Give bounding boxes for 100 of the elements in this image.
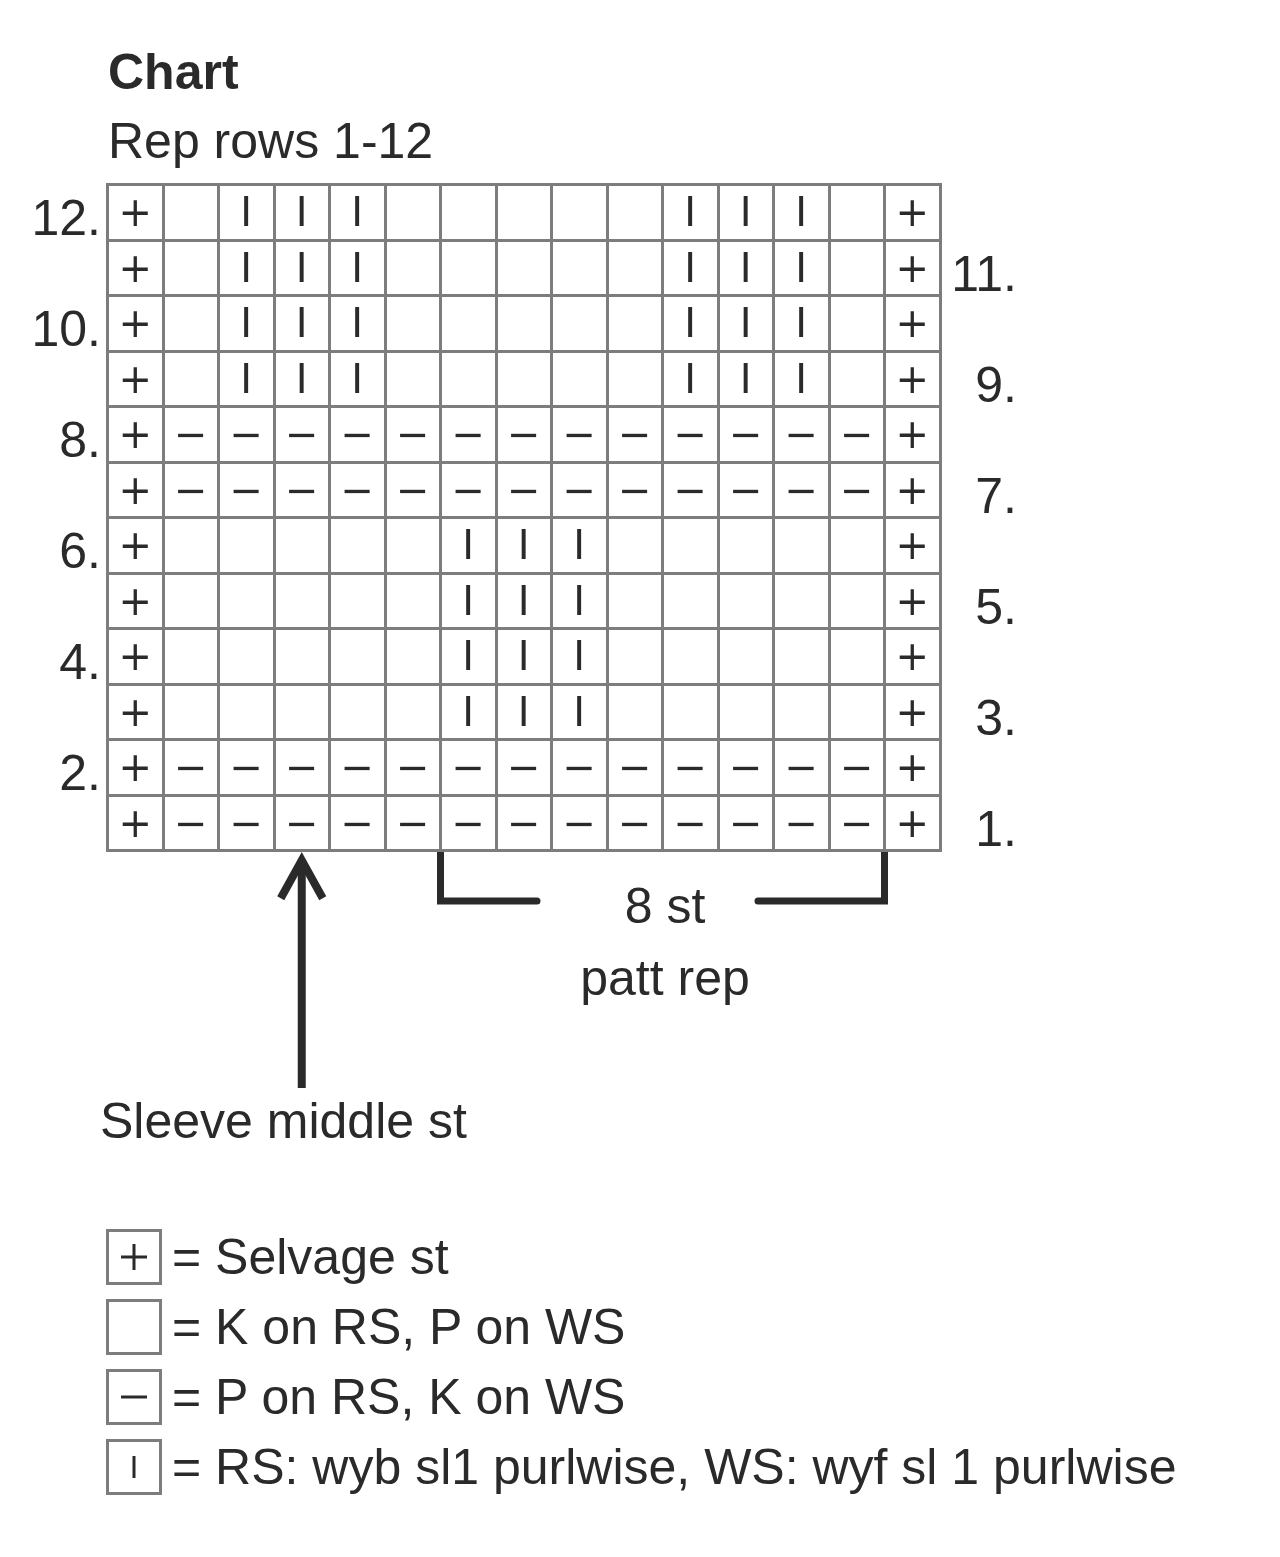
stitch-symbol: I bbox=[684, 358, 697, 399]
chart-cell bbox=[608, 685, 661, 738]
stitch-symbol: − bbox=[396, 414, 430, 455]
row-number: 1. bbox=[975, 803, 1017, 854]
chart-cell bbox=[442, 574, 495, 627]
stitch-symbol: − bbox=[840, 414, 874, 455]
chart-cell bbox=[608, 463, 661, 516]
chart-cell bbox=[220, 741, 273, 794]
chart-cell bbox=[109, 352, 162, 405]
stitch-symbol: + bbox=[118, 414, 152, 455]
chart-cell bbox=[608, 741, 661, 794]
chart-cell bbox=[553, 241, 606, 294]
chart-cell bbox=[830, 741, 883, 794]
stitch-symbol: I bbox=[795, 358, 808, 399]
stitch-symbol: − bbox=[285, 469, 319, 510]
chart-cell bbox=[275, 519, 328, 572]
stitch-symbol: + bbox=[895, 636, 929, 677]
chart-cell bbox=[775, 352, 828, 405]
stitch-symbol: I bbox=[240, 303, 253, 344]
stitch-symbol: − bbox=[451, 802, 485, 843]
chart-cell bbox=[608, 297, 661, 350]
stitch-symbol: − bbox=[562, 747, 596, 788]
chart-cell bbox=[386, 408, 439, 461]
chart-cell bbox=[497, 297, 550, 350]
stitch-symbol: I bbox=[295, 358, 308, 399]
stitch-symbol: − bbox=[229, 414, 263, 455]
chart-cell bbox=[775, 408, 828, 461]
chart-cell bbox=[275, 685, 328, 738]
chart-cell bbox=[608, 630, 661, 683]
chart-cell bbox=[608, 408, 661, 461]
stitch-symbol: − bbox=[340, 469, 374, 510]
chart-cell bbox=[386, 241, 439, 294]
stitch-symbol: + bbox=[118, 802, 152, 843]
stitch-symbol: + bbox=[895, 192, 929, 233]
stitch-symbol: I bbox=[295, 303, 308, 344]
stitch-symbol: + bbox=[895, 247, 929, 288]
chart-cell bbox=[164, 630, 217, 683]
chart-cell bbox=[164, 297, 217, 350]
chart-cell bbox=[886, 463, 939, 516]
stitch-symbol: I bbox=[684, 303, 697, 344]
chart-cell bbox=[275, 186, 328, 239]
chart-cell bbox=[719, 186, 772, 239]
row-number: 12. bbox=[31, 193, 101, 244]
chart-cell bbox=[386, 352, 439, 405]
stitch-symbol: − bbox=[174, 469, 208, 510]
chart-cell bbox=[719, 519, 772, 572]
chart-cell bbox=[386, 574, 439, 627]
stitch-symbol: − bbox=[562, 414, 596, 455]
chart-cell bbox=[553, 630, 606, 683]
chart-cell bbox=[497, 241, 550, 294]
chart-cell bbox=[164, 352, 217, 405]
stitch-symbol: I bbox=[462, 636, 475, 677]
row-number: 4. bbox=[59, 637, 101, 688]
stitch-symbol: − bbox=[229, 802, 263, 843]
chart-cell bbox=[497, 519, 550, 572]
stitch-symbol: − bbox=[673, 469, 707, 510]
stitch-symbol: I bbox=[517, 691, 530, 732]
stitch-symbol: − bbox=[840, 469, 874, 510]
chart-cell bbox=[775, 297, 828, 350]
chart-cell bbox=[386, 796, 439, 849]
stitch-symbol: I bbox=[739, 358, 752, 399]
stitch-symbol: I bbox=[573, 636, 586, 677]
chart-cell bbox=[608, 186, 661, 239]
chart-cell bbox=[442, 463, 495, 516]
stitch-symbol: − bbox=[340, 414, 374, 455]
chart-cell bbox=[886, 519, 939, 572]
chart-cell bbox=[608, 352, 661, 405]
chart-cell bbox=[220, 796, 273, 849]
chart-cell bbox=[886, 186, 939, 239]
chart-cell bbox=[830, 463, 883, 516]
chart-cell bbox=[553, 796, 606, 849]
chart-cell bbox=[109, 408, 162, 461]
stitch-symbol: I bbox=[351, 358, 364, 399]
chart-cell bbox=[497, 685, 550, 738]
stitch-symbol: − bbox=[618, 747, 652, 788]
stitch-symbol: + bbox=[895, 525, 929, 566]
chart-cell bbox=[886, 630, 939, 683]
stitch-symbol: − bbox=[729, 414, 763, 455]
stitch-symbol: − bbox=[507, 469, 541, 510]
legend-text: = Selvage st bbox=[172, 1232, 449, 1282]
stitch-symbol: + bbox=[895, 580, 929, 621]
row-number: 2. bbox=[59, 748, 101, 799]
chart-cell bbox=[386, 630, 439, 683]
chart-cell bbox=[220, 408, 273, 461]
chart-subtitle: Rep rows 1-12 bbox=[108, 116, 434, 166]
chart-cell bbox=[386, 463, 439, 516]
chart-cell bbox=[719, 463, 772, 516]
stitch-symbol: − bbox=[618, 802, 652, 843]
chart-cell bbox=[664, 574, 717, 627]
chart-cell bbox=[886, 408, 939, 461]
chart-cell bbox=[164, 408, 217, 461]
chart-cell bbox=[275, 796, 328, 849]
chart-cell bbox=[220, 685, 273, 738]
chart-cell bbox=[775, 630, 828, 683]
chart-cell bbox=[886, 574, 939, 627]
chart-cell bbox=[442, 796, 495, 849]
stitch-symbol: − bbox=[729, 802, 763, 843]
chart-cell bbox=[275, 352, 328, 405]
chart-cell bbox=[331, 574, 384, 627]
row-number: 9. bbox=[975, 359, 1017, 410]
